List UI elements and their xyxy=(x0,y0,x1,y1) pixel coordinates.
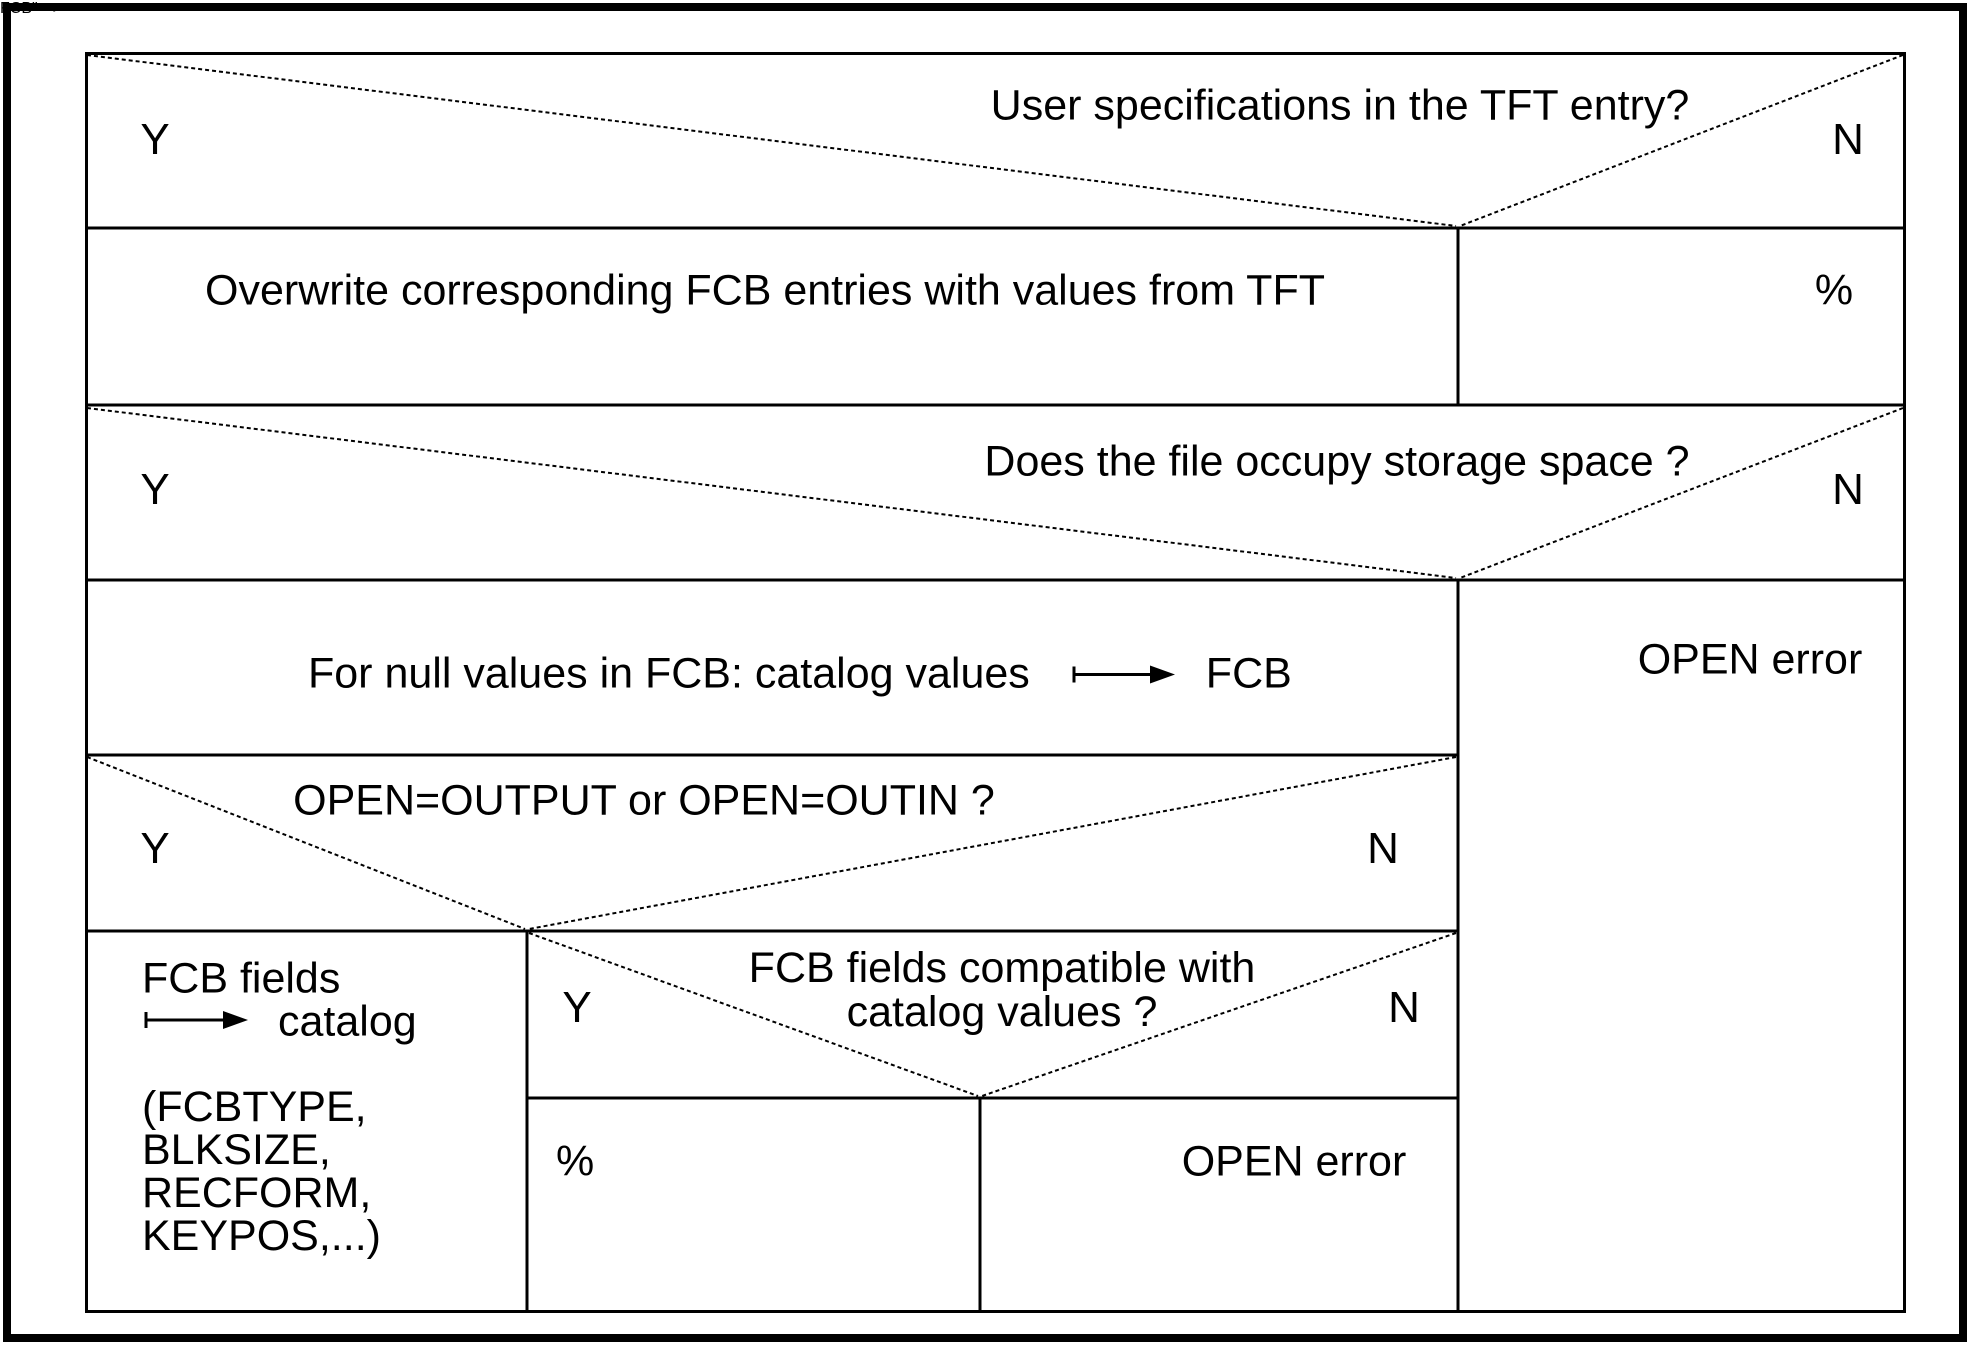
cell-open-error-bottom-text: OPEN error xyxy=(1181,1137,1407,1186)
fcb-cell-param-line: RECFORM, xyxy=(142,1169,372,1217)
fcb-cell-arrow-target: catalog xyxy=(278,997,417,1046)
fcb-cell-param-line: BLKSIZE, xyxy=(142,1126,331,1174)
fcb-cell-param-line: KEYPOS,...) xyxy=(142,1212,381,1260)
action-null-values-text: For null values in FCB: catalog values xyxy=(308,649,1030,698)
cell-open-error-right-text: OPEN error xyxy=(1637,635,1863,684)
decision-storage-diagonals xyxy=(86,407,1904,579)
decision-tft-question: User specifications in the TFT entry? xyxy=(990,81,1690,130)
decision-compatible-question: FCB fields compatible with catalog value… xyxy=(702,946,1302,1034)
decision-compatible-diagonals xyxy=(528,932,1457,1097)
right-arrow-icon xyxy=(144,1011,248,1029)
decision-tft-diagonals xyxy=(86,54,1904,227)
right-arrow-icon xyxy=(1072,665,1175,683)
action-null-values-row: For null values in FCB: catalog values F… xyxy=(308,649,1292,698)
decision-storage-yes-label: Y xyxy=(140,465,170,514)
decision-open-mode-diagonals xyxy=(86,756,1457,930)
decision-open-mode-yes-label: Y xyxy=(140,824,170,873)
action-null-values-target: FCB xyxy=(1205,649,1292,698)
cell-no-tft-percent: % xyxy=(1814,266,1854,315)
decision-tft-no-label: N xyxy=(1832,115,1864,164)
decision-compatible-no-label: N xyxy=(1388,983,1420,1032)
decision-storage-no-label: N xyxy=(1832,465,1864,514)
decision-storage-question: Does the file occupy storage space ? xyxy=(984,437,1690,486)
fcb-cell-params: (FCBTYPE, BLKSIZE, RECFORM, KEYPOS,...) xyxy=(142,1086,381,1258)
decision-open-mode-question: OPEN=OUTPUT or OPEN=OUTIN ? xyxy=(293,776,995,825)
action-overwrite-text: Overwrite corresponding FCB entries with… xyxy=(205,266,1325,315)
decision-open-mode-no-label: N xyxy=(1367,824,1399,873)
inner-box-border xyxy=(85,52,1906,1313)
outer-frame-border xyxy=(3,3,1967,1342)
fcb-cell-line1: FCB fields xyxy=(142,954,341,1003)
cell-percent-bottom-text: % xyxy=(556,1137,595,1186)
decision-compatible-question-line2: catalog values ? xyxy=(846,988,1158,1036)
decision-tft-yes-label: Y xyxy=(140,115,170,164)
decision-compatible-question-line1: FCB fields compatible with xyxy=(748,944,1256,992)
fcb-cell-param-line: (FCBTYPE, xyxy=(142,1083,367,1131)
decision-compatible-yes-label: Y xyxy=(562,983,592,1032)
